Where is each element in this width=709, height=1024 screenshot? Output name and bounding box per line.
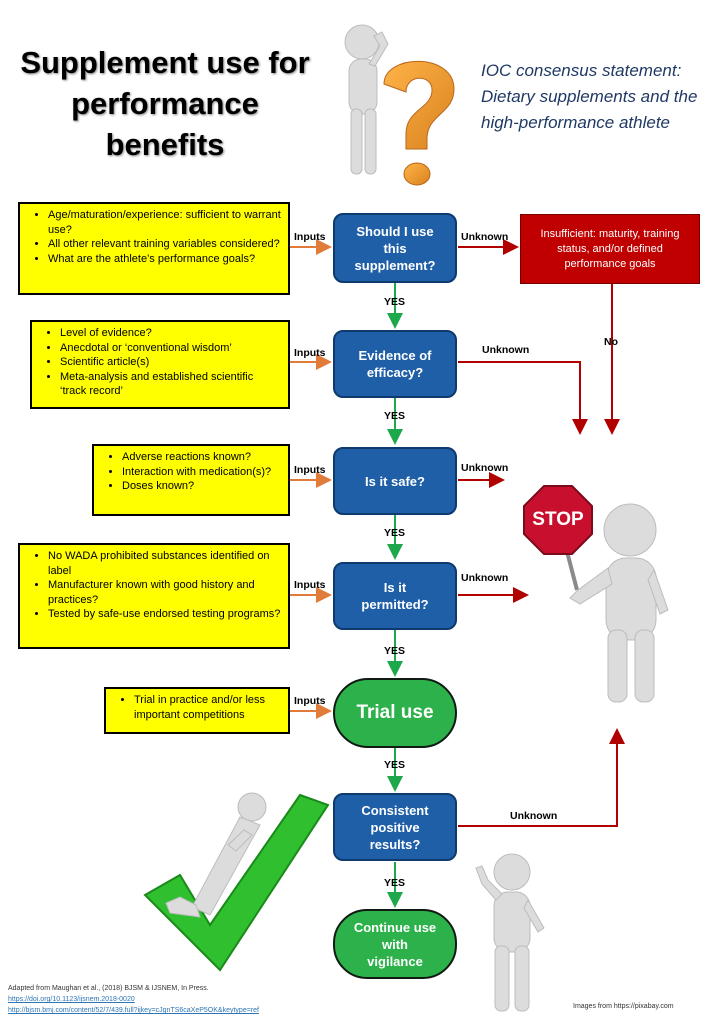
consistent-results-node: Consistent positive results? (333, 793, 457, 861)
unknown-label: Unknown (461, 462, 509, 474)
inputs-label: Inputs (294, 695, 326, 707)
source-credit: Adapted from Maughan et al., (2018) BJSM… (8, 985, 209, 992)
yes-label: YES (384, 527, 406, 539)
inputs-label: Inputs (294, 579, 326, 591)
input-bullet: Anecdotal or ‘conventional wisdom’ (60, 341, 282, 356)
inputs-label: Inputs (294, 231, 326, 243)
thinking-figure-icon (344, 24, 455, 186)
unknown-label: Unknown (482, 344, 530, 356)
inputs-box-1: Age/maturation/experience: sufficient to… (18, 202, 290, 295)
unknown-label: Unknown (461, 231, 509, 243)
thumbs-up-figure-icon (475, 853, 545, 1012)
inputs-box-4: No WADA prohibited substances identified… (18, 543, 290, 649)
yes-label: YES (384, 410, 406, 422)
stop-sign-icon (523, 485, 593, 555)
inputs-box-3: Adverse reactions known? Interaction wit… (92, 444, 290, 516)
question-node-use: Should I use this supplement? (333, 213, 457, 283)
page-title: Supplement use for performance benefits (20, 45, 310, 162)
inputs-label: Inputs (294, 464, 326, 476)
unknown-label: Unknown (510, 810, 558, 822)
input-bullet: Manufacturer known with good history and… (48, 578, 282, 607)
continue-use-node: Continue use with vigilance (333, 909, 457, 979)
input-bullet: Age/maturation/experience: sufficient to… (48, 208, 282, 237)
bjsm-link[interactable]: http://bjsm.bmj.com/content/52/7/439.ful… (8, 1007, 259, 1014)
input-bullet: What are the athlete’s performance goals… (48, 252, 282, 267)
input-bullet: No WADA prohibited substances identified… (48, 549, 282, 578)
input-bullet: Tested by safe-use endorsed testing prog… (48, 607, 282, 622)
inputs-box-5: Trial in practice and/or less important … (104, 687, 290, 734)
yes-label: YES (384, 877, 406, 889)
question-node-evidence: Evidence of efficacy? (333, 330, 457, 398)
images-credit: Images from https://pixabay.com (573, 1003, 674, 1010)
yes-label: YES (384, 759, 406, 771)
trial-use-node: Trial use (333, 678, 457, 748)
inputs-box-2: Level of evidence? Anecdotal or ‘convent… (30, 320, 290, 409)
input-bullet: Scientific article(s) (60, 355, 282, 370)
inputs-label: Inputs (294, 347, 326, 359)
unknown-label: Unknown (461, 572, 509, 584)
doi-link[interactable]: https://doi.org/10.1123/ijsnem.2018-0020 (8, 996, 135, 1003)
question-node-permitted: Is it permitted? (333, 562, 457, 630)
question-node-safe: Is it safe? (333, 447, 457, 515)
input-bullet: All other relevant training variables co… (48, 237, 282, 252)
stop-figure-icon: STOP (523, 485, 669, 703)
input-bullet: Trial in practice and/or less important … (134, 693, 282, 722)
question-mark-icon (383, 60, 455, 186)
input-bullet: Doses known? (122, 479, 282, 494)
yes-label: YES (384, 645, 406, 657)
input-bullet: Level of evidence? (60, 326, 282, 341)
subtitle: IOC consensus statement: Dietary supplem… (481, 61, 698, 132)
insufficient-node: Insufficient: maturity, training status,… (520, 214, 700, 284)
no-label: No (604, 336, 618, 348)
yes-label: YES (384, 296, 406, 308)
input-bullet: Meta-analysis and established scientific… (60, 370, 282, 399)
checkmark-figure-icon (143, 792, 330, 972)
stop-sign-text: STOP (532, 509, 584, 530)
input-bullet: Adverse reactions known? (122, 450, 282, 465)
input-bullet: Interaction with medication(s)? (122, 465, 282, 480)
